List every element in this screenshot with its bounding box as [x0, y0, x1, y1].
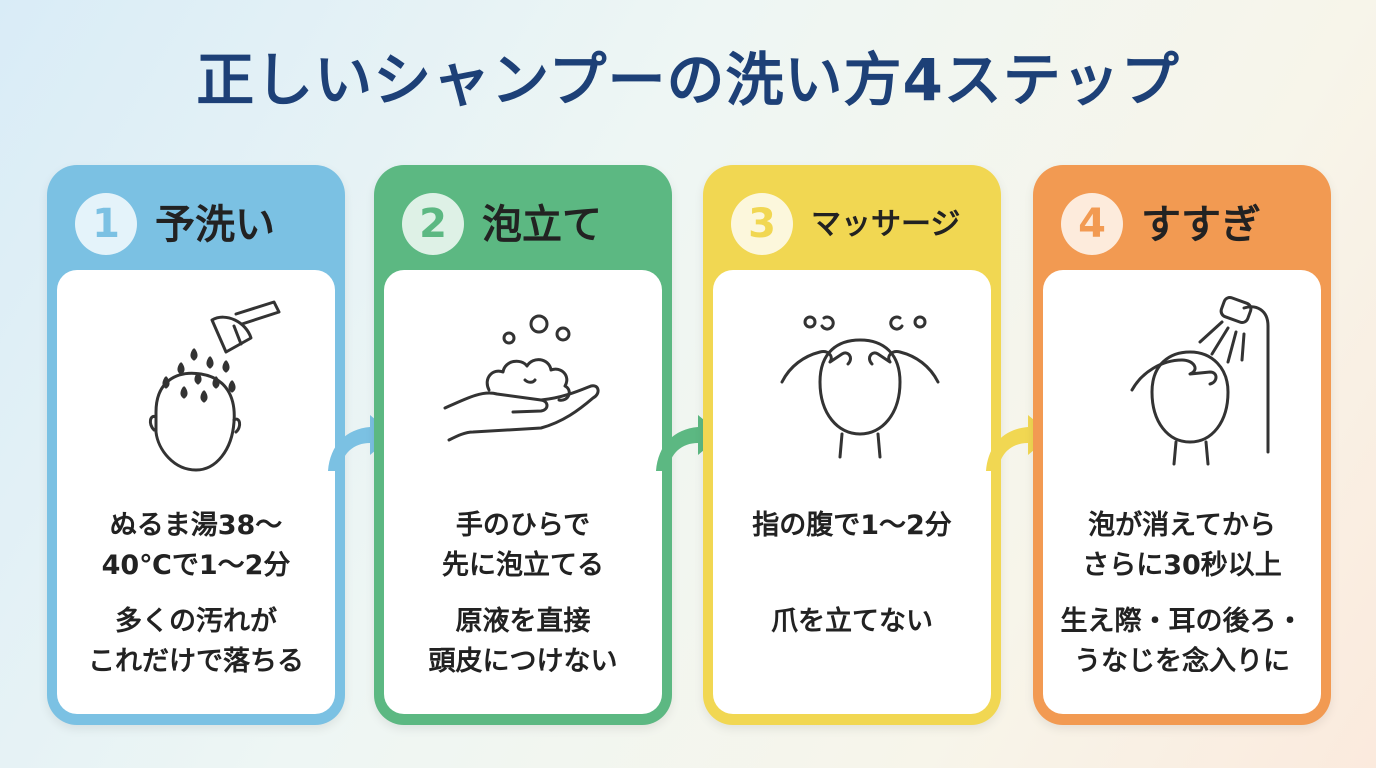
step-header-1: 1 予洗い: [47, 165, 345, 270]
step-card-2: 2 泡立て 手のひらで 先に泡立てる 原液を直接 頭皮につけない: [374, 165, 672, 725]
scalp-massage-icon: [780, 315, 940, 459]
step-text-primary-3: 指の腹で1〜2分: [752, 510, 952, 541]
step-number-2: 2: [402, 193, 464, 255]
step-number-3: 3: [731, 193, 793, 255]
step-header-2: 2 泡立て: [374, 165, 672, 270]
step-title-3: マッサージ: [811, 207, 961, 242]
step-title-2: 泡立て: [482, 202, 602, 248]
step-text-primary-1: ぬるま湯38〜 40℃で1〜2分: [101, 510, 291, 581]
step-card-4: 4 すすぎ 泡が消えてから さらに30秒以上 生え際・耳の後ろ・ うなじを念入り…: [1033, 165, 1331, 725]
step-header-3: 3 マッサージ: [703, 165, 1001, 270]
step-text-primary-2: 手のひらで 先に泡立てる: [442, 510, 604, 581]
step-text-secondary-2: 原液を直接 頭皮につけない: [428, 606, 618, 677]
step-card-3: 3 マッサージ 指の腹で1〜2分 爪を立てない: [703, 165, 1001, 725]
step-header-4: 4 すすぎ: [1033, 165, 1331, 270]
step-body-1: ぬるま湯38〜 40℃で1〜2分 多くの汚れが これだけで落ちる: [57, 270, 335, 714]
step-card-1: 1 予洗い ぬるま湯38〜 40℃で1〜2分 多くの汚れが これだけで落ちる: [47, 165, 345, 725]
step-text-primary-4: 泡が消えてから さらに30秒以上: [1082, 510, 1282, 581]
step-number-1: 1: [75, 193, 137, 255]
step-title-1: 予洗い: [155, 202, 275, 248]
rinse-shower-icon: [1130, 296, 1270, 466]
step-text-secondary-3: 爪を立てない: [771, 606, 933, 637]
step-text-secondary-1: 多くの汚れが これだけで落ちる: [88, 606, 304, 677]
step-title-4: すすぎ: [1141, 202, 1261, 248]
foam-hand-icon: [443, 314, 600, 442]
step-text-secondary-4: 生え際・耳の後ろ・ うなじを念入りに: [1060, 606, 1304, 677]
step-number-4: 4: [1061, 193, 1123, 255]
step-body-3: 指の腹で1〜2分 爪を立てない: [713, 270, 991, 714]
step-body-4: 泡が消えてから さらに30秒以上 生え際・耳の後ろ・ うなじを念入りに: [1043, 270, 1321, 714]
shower-head-icon: [148, 300, 281, 472]
step-body-2: 手のひらで 先に泡立てる 原液を直接 頭皮につけない: [384, 270, 662, 714]
page-title: 正しいシャンプーの洗い方4ステップ: [196, 46, 1180, 114]
